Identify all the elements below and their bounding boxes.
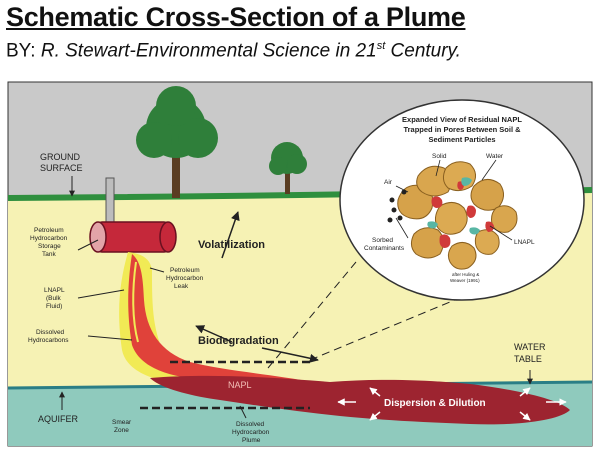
inset-solid-label: Solid — [432, 153, 447, 160]
tank-label-3: Storage — [38, 243, 61, 250]
inset-lnapl-label: LNAPL — [514, 239, 535, 246]
napl-label: NAPL — [228, 380, 252, 390]
dispersion-arrows — [337, 387, 567, 421]
leak-label-2: Hydrocarbon — [166, 275, 204, 282]
tank-label-4: Tank — [42, 251, 56, 258]
air-pointer — [395, 185, 409, 193]
biodegradation-arrow-1 — [195, 325, 233, 343]
water-films-icon — [427, 177, 480, 235]
plume-pointer — [239, 405, 247, 419]
leak-label-1: Petroleum — [170, 267, 200, 274]
byline-author: R. Stewart-Environmental Science in 21 — [40, 40, 377, 62]
ground-label-2: SURFACE — [40, 163, 83, 173]
lnapl-inset-pointer — [489, 225, 513, 241]
storage-tank-icon — [89, 221, 177, 253]
vent-pipe — [105, 177, 115, 225]
inset-sorbed-label-1: Sorbed — [372, 237, 393, 244]
tank-pointer — [77, 239, 99, 251]
inset-footnote-1: after Huling & — [452, 272, 479, 277]
tank-label-1: Petroleum — [34, 227, 64, 234]
biodegradation-arrow-2 — [261, 347, 319, 363]
sorbed-contaminant-dots-icon — [387, 189, 407, 223]
tank-label-2: Hydrocarbon — [30, 235, 68, 242]
inset-title-2: Trapped in Pores Between Soil & — [403, 125, 521, 134]
leak-label-3: Leak — [174, 283, 189, 290]
byline-suffix: Century. — [385, 40, 461, 62]
inset-water-label: Water — [486, 153, 504, 160]
water-table-label-2: TABLE — [514, 354, 542, 364]
water-table-label-1: WATER — [514, 342, 546, 352]
ground-label-1: GROUND — [40, 152, 80, 162]
napl-droplets-icon — [431, 181, 494, 248]
smear-label-2: Zone — [114, 427, 129, 434]
inset-sorbed-label-2: Contaminants — [364, 245, 405, 252]
soil-particles-icon — [397, 161, 518, 270]
plume-label-2: Hydrocarbon — [232, 429, 270, 436]
volatilization-label: Volatilization — [198, 239, 265, 251]
plume-label-1: Dissolved — [236, 421, 265, 428]
dissolved-label-1: Dissolved — [36, 329, 65, 336]
napl-streak — [132, 261, 139, 343]
dissolved-plume — [150, 375, 570, 425]
byline-prefix: BY: — [6, 40, 41, 62]
lnapl-label-2: (Bulk — [46, 295, 62, 302]
leak-pointer — [149, 267, 165, 273]
inset-expanded-view — [339, 99, 585, 301]
dispersion-label: Dispersion & Dilution — [384, 398, 486, 409]
tree-small-icon — [269, 142, 307, 194]
volatilization-arrow — [221, 211, 240, 259]
inset-title-1: Expanded View of Residual NAPL — [402, 115, 522, 124]
lnapl-label-3: Fluid) — [46, 303, 62, 310]
dissolved-label-2: Hydrocarbons — [28, 337, 69, 344]
water-pointer — [481, 159, 497, 181]
smear-label-1: Smear — [112, 419, 132, 426]
byline-sup: st — [376, 40, 386, 52]
inset-footnote-2: Weaver (1991) — [450, 278, 480, 283]
inset-air-label: Air — [384, 179, 393, 186]
tree-large-icon — [136, 86, 218, 198]
lnapl-label-1: LNAPL — [44, 287, 65, 294]
lnapl-pointer — [77, 289, 125, 299]
inset-connector-1 — [267, 261, 357, 369]
solid-pointer — [435, 159, 441, 177]
byline: BY: R. Stewart-Environmental Science in … — [6, 40, 461, 62]
plume-label-3: Plume — [242, 437, 261, 444]
sorbed-pointer — [395, 217, 409, 239]
biodegradation-label: Biodegradation — [198, 335, 279, 347]
dissolved-pointer — [87, 335, 133, 341]
aquifer-label: AQUIFER — [38, 414, 79, 424]
figure-title: Schematic Cross-Section of a Plume — [6, 2, 466, 32]
inset-title-3: Sediment Particles — [428, 135, 495, 144]
